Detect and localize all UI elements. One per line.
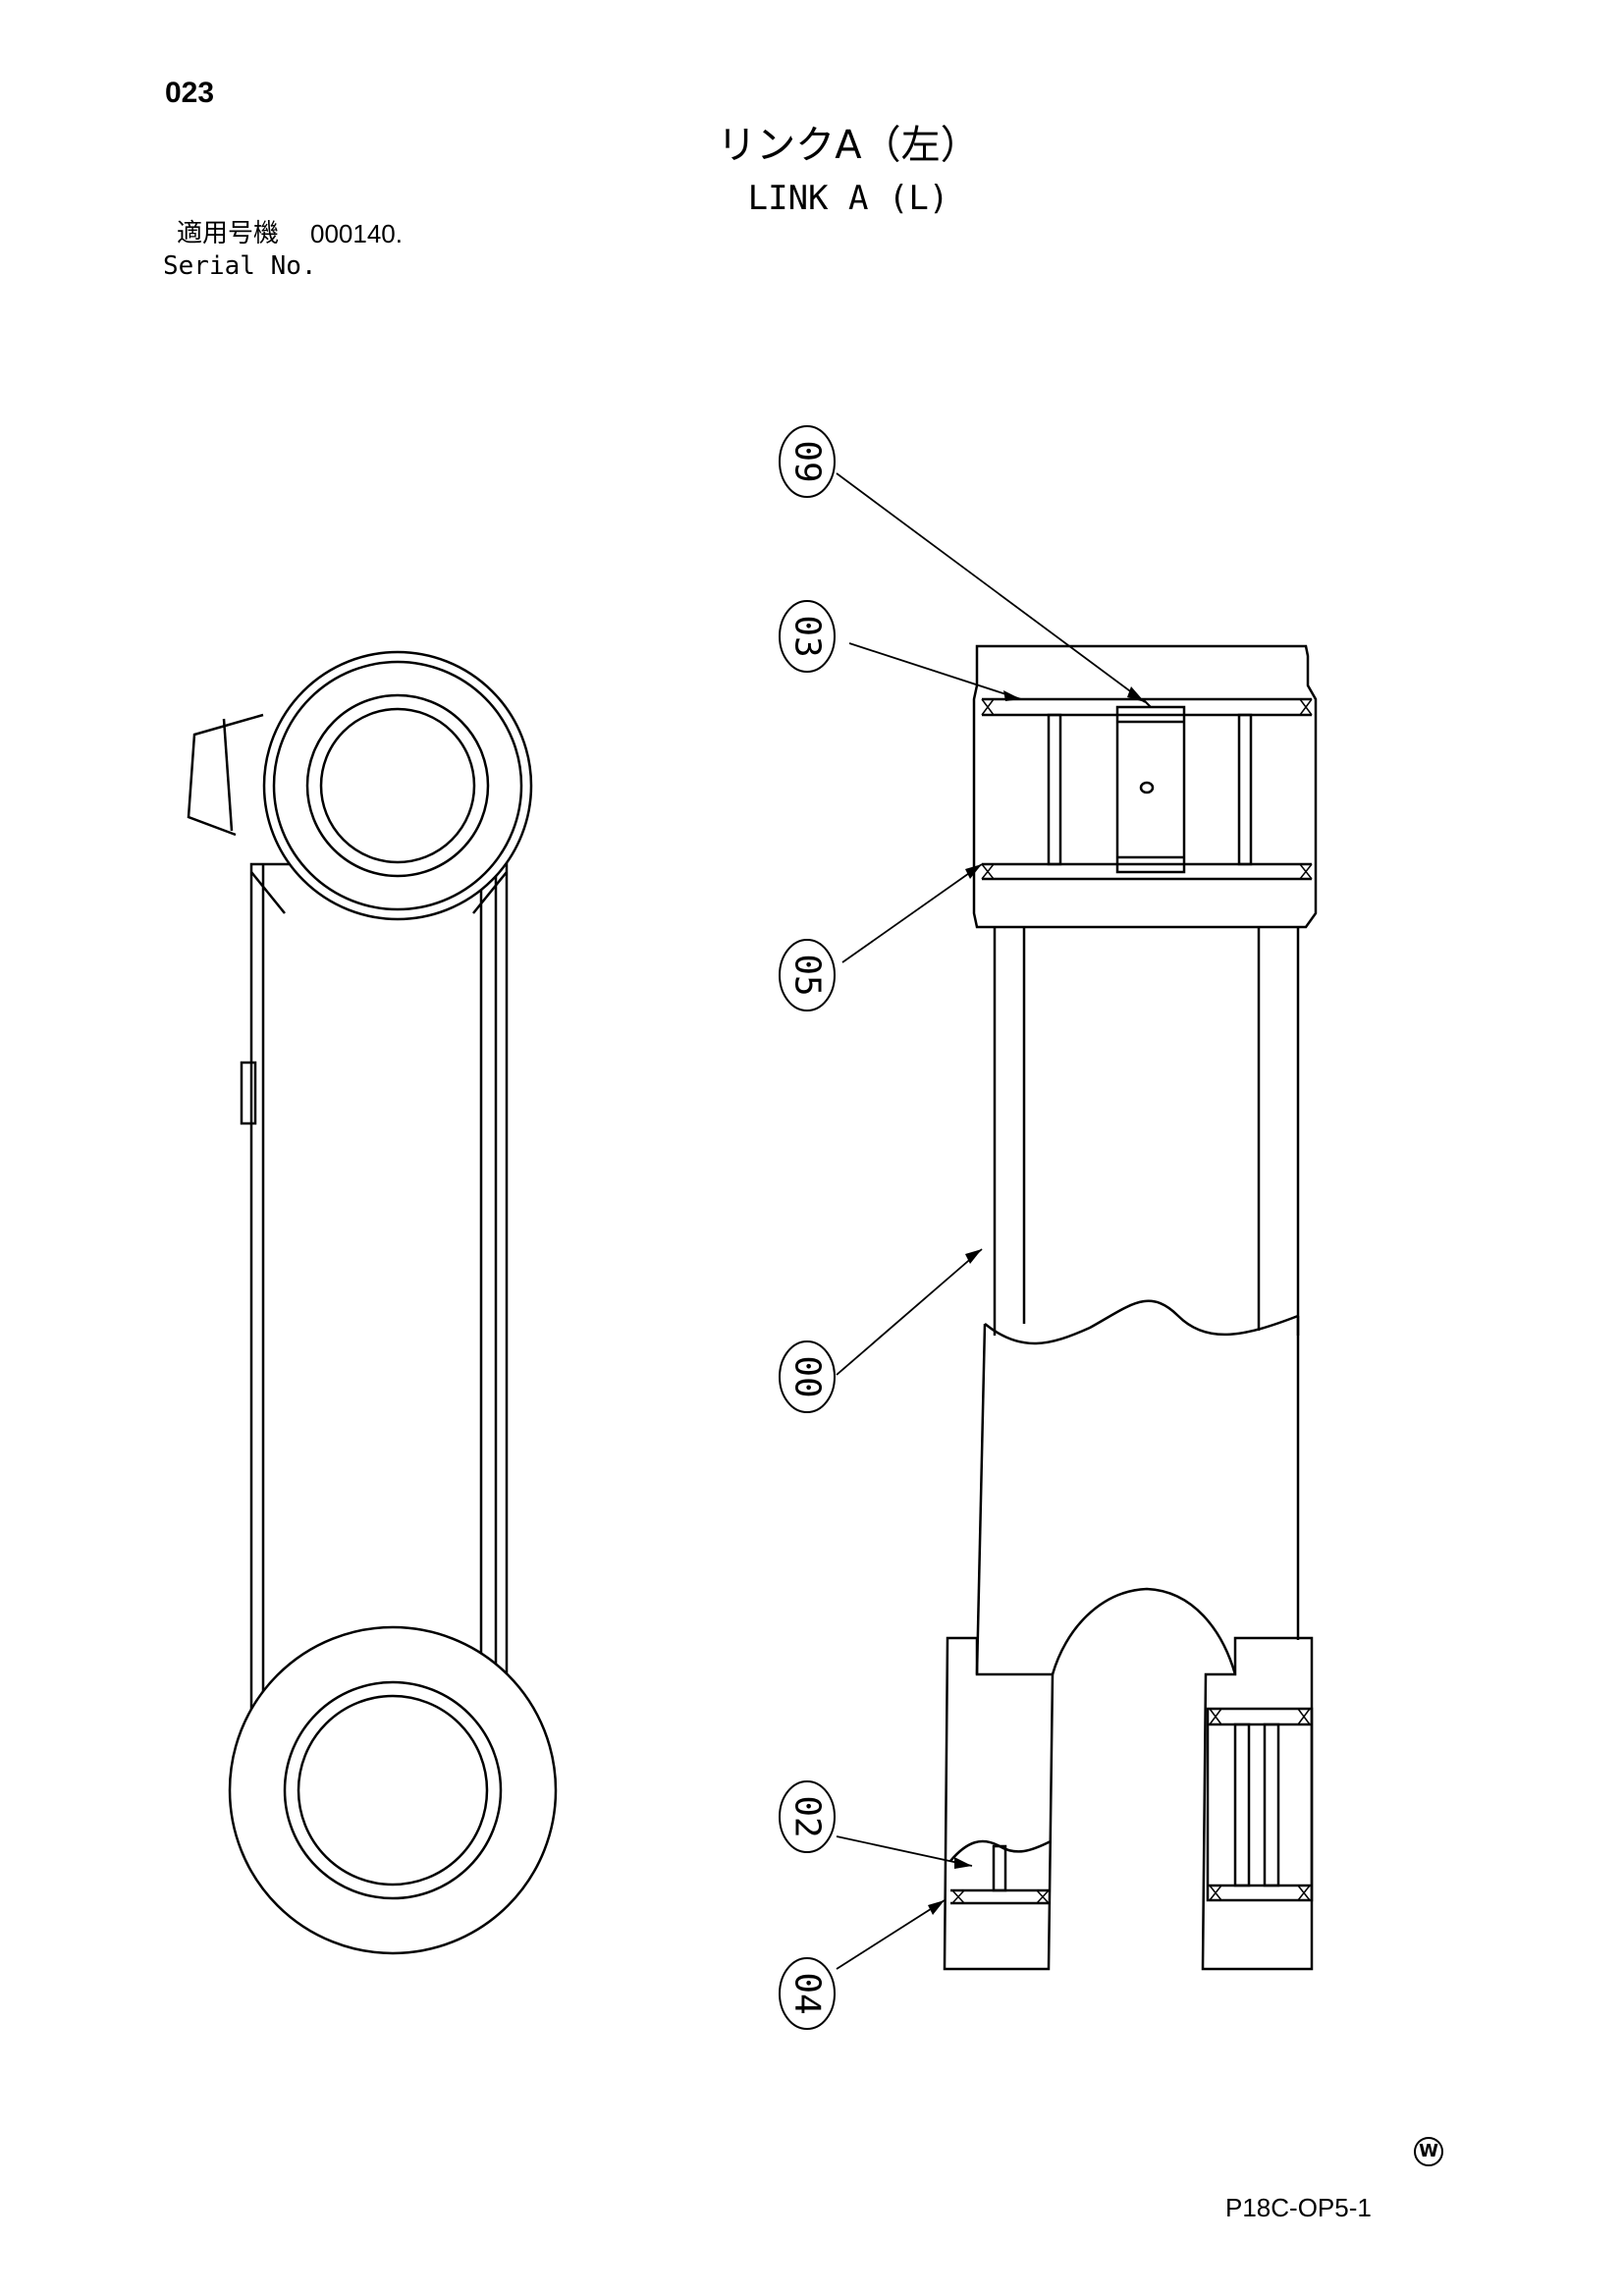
link-side-view [187, 650, 558, 1955]
leader-arrowheads [928, 686, 1145, 1915]
callout-c04: 04 [779, 1957, 836, 2030]
drawing-code: P18C-OP5-1 [1225, 2193, 1372, 2222]
callout-label-04: 04 [787, 1972, 828, 2014]
callout-c02: 02 [779, 1780, 836, 1853]
title-japanese: リンクA（左） [717, 123, 980, 168]
link-top-view [943, 644, 1318, 1971]
w-circle-mark: W [1414, 2137, 1443, 2166]
title-english: LINK A (L) [747, 179, 949, 218]
callout-c05: 05 [779, 939, 836, 1011]
callout-c09: 09 [779, 425, 836, 498]
callout-c03: 03 [779, 600, 836, 673]
callout-c00: 00 [779, 1340, 836, 1413]
leader-lines [836, 472, 1146, 1970]
callout-label-00: 00 [787, 1355, 828, 1397]
callout-label-09: 09 [787, 440, 828, 482]
page-number: 023 [165, 77, 215, 109]
serial-number-value: 000140. [310, 219, 403, 248]
callout-label-03: 03 [787, 615, 828, 657]
callout-label-05: 05 [787, 954, 828, 996]
callout-label-02: 02 [787, 1795, 828, 1837]
serial-label-japanese: 適用号機 [177, 219, 280, 248]
serial-label-english: Serial No. [163, 251, 317, 281]
